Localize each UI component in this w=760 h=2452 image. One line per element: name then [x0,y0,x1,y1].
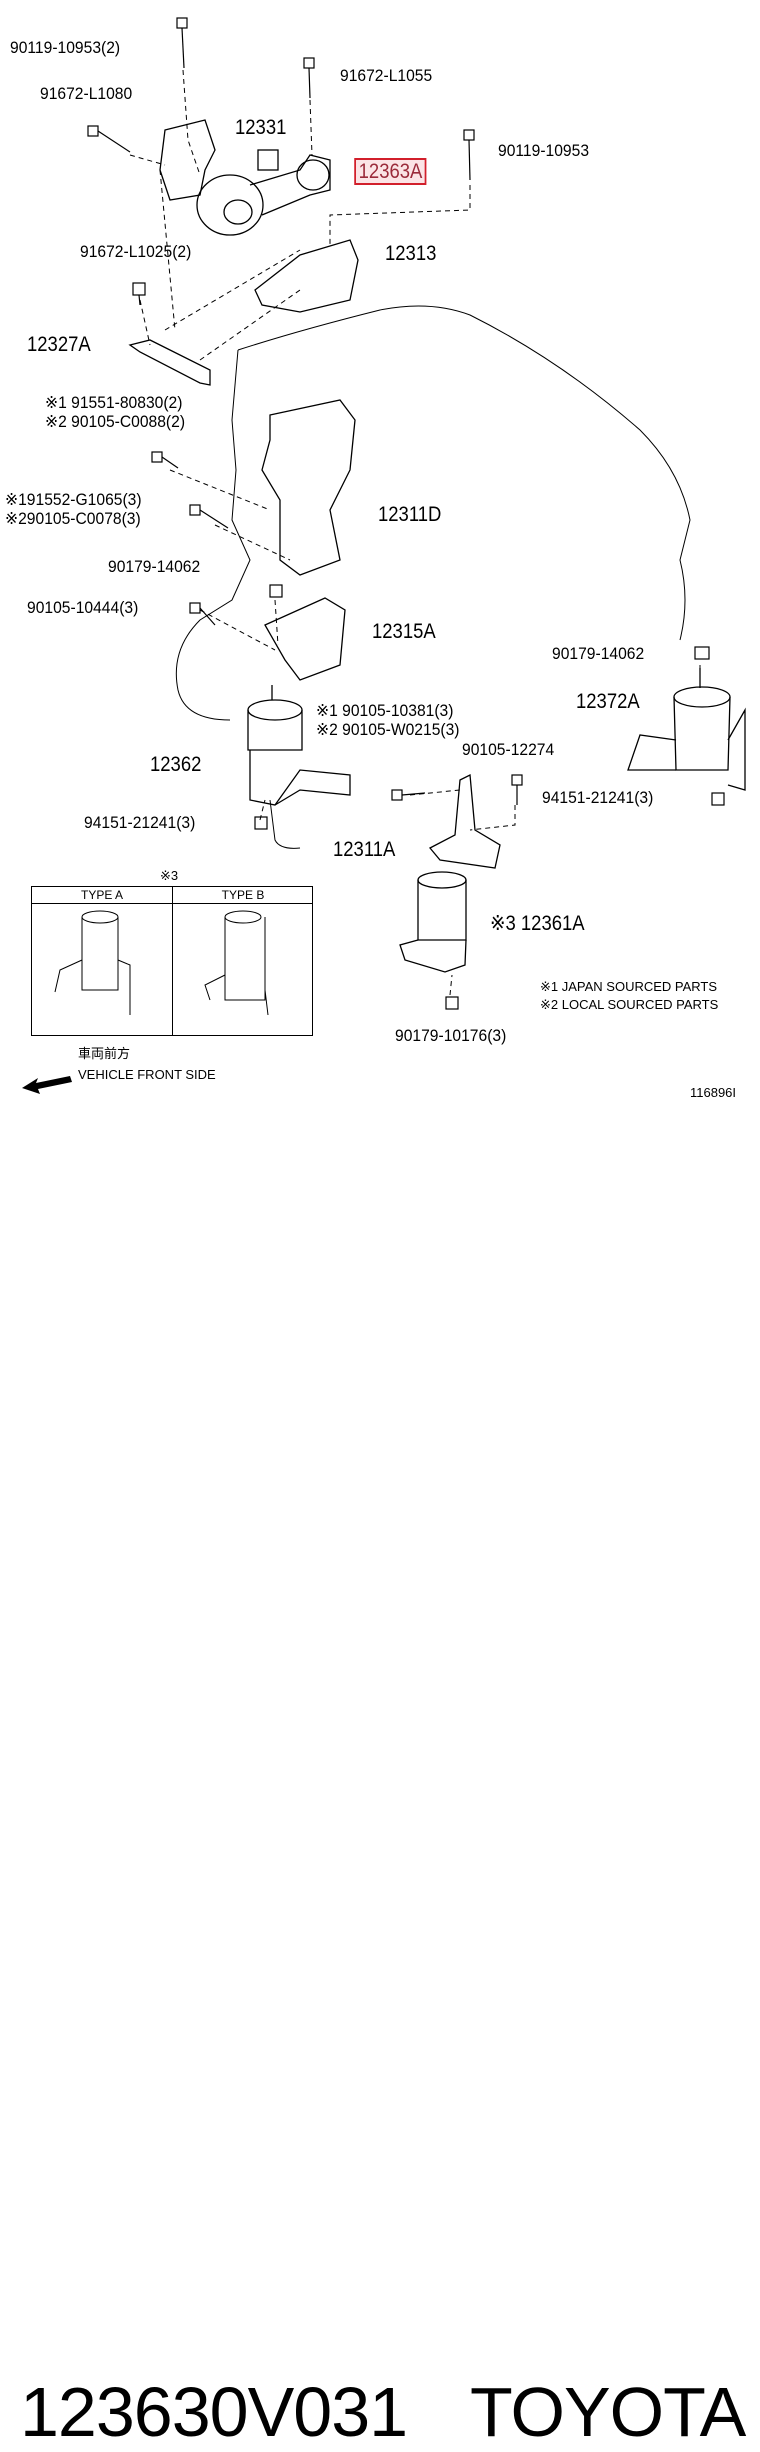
callout-90105-W0215: ※2 90105-W0215(3) [316,720,460,739]
part-12311A [428,773,501,869]
reference-number: 116896I [690,1085,737,1100]
highlighted-part-badge[interactable]: 12363A [354,158,427,185]
brand-name: TOYOTA [470,2373,746,2451]
diagram-drawing [22,17,746,1094]
callout-91551-80830: ※1 91551-80830(2) [45,393,183,412]
callout-12327A: 12327A [27,333,91,356]
callout-91672-L1055: 91672-L1055 [340,66,433,85]
callout-90105-10381: ※1 90105-10381(3) [316,701,454,720]
engine-outline [237,305,691,641]
part-12361A [399,871,467,973]
type-b-column: TYPE B [172,887,313,1035]
note-local-sourced: ※2 LOCAL SOURCED PARTS [540,997,719,1012]
engine-outline-left [175,349,251,721]
bolt-icons [87,17,725,1010]
callout-90119-10953-2: 90119-10953(2) [10,38,121,57]
type-table: TYPE A TYPE B [31,886,313,1036]
part-12313 [254,239,359,313]
type-b-header: TYPE B [173,887,313,904]
part-12363A [196,149,331,236]
callout-12361A: ※3 12361A [490,912,585,935]
part-12331 [159,119,216,201]
type-a-mount [54,910,131,1015]
callout-90179-14062-b: 90179-14062 [552,644,645,663]
parts-diagram: 90119-10953(2) 91672-L1055 91672-L1080 1… [0,0,760,1180]
callout-94151-21241-b: 94151-21241(3) [84,813,196,832]
callout-90105-10444: 90105-10444(3) [27,598,139,617]
direction-label-en: VEHICLE FRONT SIDE [78,1067,216,1082]
callout-90105-C0078: ※290105-C0078(3) [5,509,141,528]
part-12362 [247,685,351,806]
callout-91672-L1025-2: 91672-L1025(2) [80,242,192,261]
front-arrow-icon [22,1076,72,1094]
callout-12362: 12362 [150,753,202,776]
callout-90105-12274: 90105-12274 [462,740,555,759]
callout-91552-G1065: ※191552-G1065(3) [5,490,142,509]
type-b-mount [204,910,269,1016]
note-japan-sourced: ※1 JAPAN SOURCED PARTS [540,979,718,994]
type-a-header: TYPE A [32,887,172,904]
callout-90179-10176: 90179-10176(3) [395,1026,507,1045]
callout-12315A: 12315A [372,620,436,643]
part-number: 123630V031 [20,2373,408,2451]
direction-label-jp: 車両前方 [78,1046,131,1061]
part-12372A [627,668,746,791]
callout-90119-10953: 90119-10953 [498,141,590,160]
part-12311D [261,399,356,576]
callout-12331: 12331 [235,116,287,139]
callout-90105-C0088: ※2 90105-C0088(2) [45,412,186,431]
part-12315A [264,597,346,681]
callout-12313: 12313 [385,242,437,265]
footer: 123630V031 TOYOTA [0,1180,760,2451]
part-12327A [128,339,211,386]
type-a-column: TYPE A [32,887,172,1035]
type-table-marker: ※3 [160,868,179,883]
engine-outline-lower [269,799,301,849]
callout-91672-L1080: 91672-L1080 [40,84,133,103]
dashed-guides [129,69,701,996]
callout-94151-21241-a: 94151-21241(3) [542,788,654,807]
callout-90179-14062-a: 90179-14062 [108,557,201,576]
callout-12311D: 12311D [378,503,442,526]
callout-12311A: 12311A [333,838,396,861]
callout-12372A: 12372A [576,690,640,713]
callout-12363A[interactable]: 12363A [354,158,427,185]
